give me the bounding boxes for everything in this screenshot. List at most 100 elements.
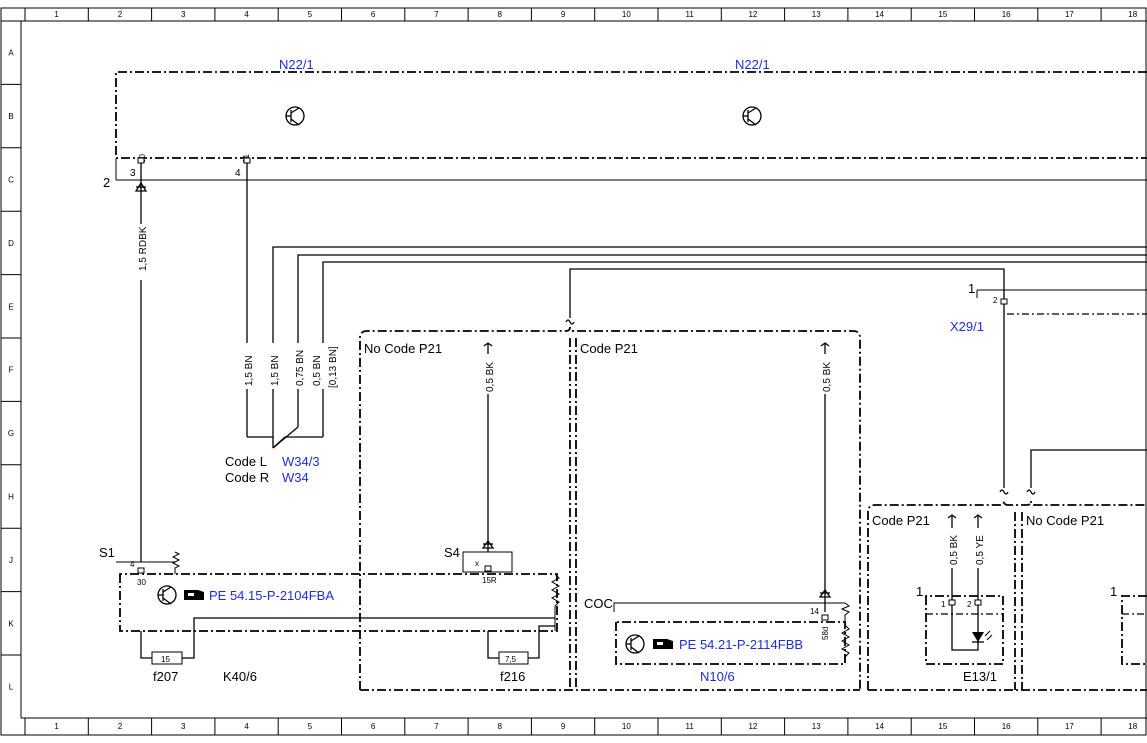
row-letter: L — [9, 683, 14, 692]
k40-pin-30: 30 — [137, 578, 146, 587]
n22-1-label-left[interactable]: N22/1 — [279, 57, 314, 72]
column-number: 10 — [622, 10, 631, 19]
wire-ye-e13-label: 0,5 YE — [975, 535, 986, 565]
row-letter: C — [8, 176, 14, 185]
x29-1-link[interactable]: X29/1 — [950, 319, 984, 334]
e13-1-label: E13/1 — [963, 669, 997, 684]
s4-pin-x: x — [475, 559, 479, 568]
column-number: 1 — [54, 722, 59, 731]
wire-bk-label: 0,5 BK — [822, 362, 833, 392]
column-number: 16 — [1002, 722, 1011, 731]
row-letter: A — [8, 49, 14, 58]
column-number: 4 — [244, 722, 249, 731]
row-letter: E — [8, 302, 13, 311]
switch-s4: S4 x 15R — [444, 539, 513, 585]
wire-bn3-label: 0,75 BN — [295, 350, 306, 386]
x29-1-connector: 1 2 X29/1 — [950, 281, 1147, 334]
hand-pointer-icon — [184, 590, 204, 600]
row-letter: F — [9, 366, 14, 375]
column-number: 12 — [748, 10, 757, 19]
column-number: 10 — [622, 722, 631, 731]
right-outer-pin-1: 1 — [1110, 584, 1117, 599]
wire-bk-label: 0,5 BK — [485, 362, 496, 392]
column-number: 6 — [371, 10, 376, 19]
pin-4-label: 4 — [235, 168, 241, 179]
wire-rdbk[interactable]: 1,5 RDBK — [134, 163, 149, 562]
column-number: 14 — [875, 722, 884, 731]
column-number: 13 — [812, 10, 821, 19]
f207-label: f207 — [153, 669, 178, 684]
column-number: 13 — [812, 722, 821, 731]
column-number: 5 — [308, 10, 313, 19]
wire-ye-e13[interactable]: 0,5 YE — [972, 514, 986, 600]
coc-label: COC — [584, 596, 613, 611]
s1-label: S1 — [99, 545, 115, 560]
column-number: 12 — [748, 722, 757, 731]
transistor-icon — [285, 106, 305, 126]
n10-pin-14: 14 — [810, 607, 819, 616]
transistor-icon — [742, 106, 762, 126]
column-number: 6 — [371, 722, 376, 731]
wire-bn4-label: 0,5 BN — [312, 355, 323, 386]
e13-1-lamp: 1 1 2 E13/1 — [916, 584, 1004, 684]
row-letter: H — [8, 493, 14, 502]
ground-bundle-w34[interactable]: 1,5 BN 1,5 BN 0,75 BN 0,5 BN [0,13 BN] C… — [225, 163, 1147, 485]
column-number: 8 — [498, 722, 503, 731]
code-l-label: Code L — [225, 454, 267, 469]
f216-rating: 7,5 — [505, 655, 517, 664]
x29-pin-2: 2 — [993, 296, 998, 305]
right-cut-module: 1 — [1110, 584, 1147, 665]
k40-6-module: S1 4 30 PE 54.15-P-2104FBA 15 f207 K40/6… — [99, 545, 561, 684]
row-letter: G — [8, 429, 14, 438]
wire-bn2-label: 1,5 BN — [270, 355, 281, 386]
no-code-p21-label: No Code P21 — [364, 341, 442, 356]
wire-bk-p21[interactable]: 0,5 BK — [818, 342, 833, 612]
no-code-p21-right-label: No Code P21 — [1026, 513, 1104, 528]
w34-3-link[interactable]: W34/3 — [282, 454, 320, 469]
column-number: 3 — [181, 10, 186, 19]
k40-reference-link[interactable]: PE 54.15-P-2104FBA — [209, 588, 334, 603]
wire-bk-no-p21[interactable]: 0,5 BK — [482, 342, 496, 571]
column-number: 2 — [118, 722, 123, 731]
e13-outer-pin-1: 1 — [916, 584, 923, 599]
column-number: 7 — [434, 722, 439, 731]
column-number: 2 — [118, 10, 123, 19]
row-letter: B — [8, 112, 13, 121]
n10-pin-58d: 58d — [821, 627, 830, 640]
transistor-icon — [157, 585, 177, 605]
n10-reference-link[interactable]: PE 54.21-P-2114FBB — [679, 637, 803, 652]
column-number: 14 — [875, 10, 884, 19]
s4-label: S4 — [444, 545, 460, 560]
x29-pin-1: 1 — [968, 281, 975, 296]
code-frame-left: No Code P21 Code P21 — [359, 326, 861, 691]
column-number: 7 — [434, 10, 439, 19]
column-number: 5 — [308, 722, 313, 731]
column-number: 16 — [1002, 10, 1011, 19]
row-letter: J — [9, 556, 13, 565]
row-letter: K — [8, 619, 14, 628]
column-number: 1 — [54, 10, 59, 19]
column-number: 9 — [561, 10, 566, 19]
n22-1-label-right[interactable]: N22/1 — [735, 57, 770, 72]
column-number: 9 — [561, 722, 566, 731]
code-r-label: Code R — [225, 470, 269, 485]
wire-bk-e13[interactable]: 0,5 BK — [946, 514, 960, 600]
code-p21-right-label: Code P21 — [872, 513, 930, 528]
k40-6-label: K40/6 — [223, 669, 257, 684]
k40-pin-4: 4 — [130, 560, 135, 569]
w34-link[interactable]: W34 — [282, 470, 309, 485]
led-icon — [972, 630, 993, 643]
pin-3-label: 3 — [130, 168, 136, 179]
column-number: 4 — [244, 10, 249, 19]
column-number: 8 — [498, 10, 503, 19]
column-number: 17 — [1065, 10, 1074, 19]
wire-rdbk-label: 1,5 RDBK — [138, 226, 149, 271]
column-ruler: 1122334455667788991010111112121313141415… — [24, 8, 1138, 735]
drawing-frame — [0, 7, 1147, 736]
column-number: 15 — [938, 10, 947, 19]
n10-6-link[interactable]: N10/6 — [700, 669, 735, 684]
s4-pin-15r: 15R — [482, 576, 497, 585]
wire-p21-feed — [565, 268, 1147, 495]
